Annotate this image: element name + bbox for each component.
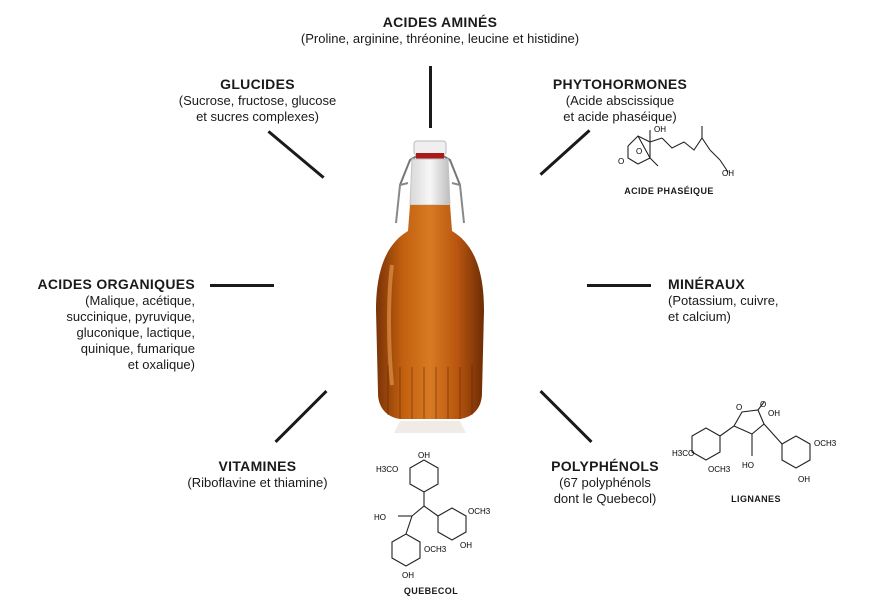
quebecol-ho-left: HO xyxy=(374,513,386,522)
group-acides-organiques: ACIDES ORGANIQUES (Malique, acétique, su… xyxy=(20,276,195,373)
acide-phaseique-structure: OH O O OH xyxy=(618,125,734,178)
acides-organiques-line-3: gluconique, lactique, xyxy=(76,325,195,340)
acides-organiques-line-1: (Malique, acétique, xyxy=(85,293,195,308)
group-vitamines: VITAMINES (Riboflavine et thiamine) xyxy=(160,458,355,491)
polyphenols-line-1: (67 polyphénols xyxy=(559,475,651,490)
acides-amines-line-1: (Proline, arginine, thréonine, leucine e… xyxy=(300,31,580,46)
phaseique-oh-top: OH xyxy=(654,125,666,134)
phaseique-oh-acid: OH xyxy=(722,169,734,178)
vitamines-title: VITAMINES xyxy=(218,458,297,474)
lignanes-caption: LIGNANES xyxy=(731,494,781,504)
acide-phaseique-caption: ACIDE PHASÉIQUE xyxy=(624,186,714,196)
connector-bottom-left xyxy=(274,389,328,444)
group-acides-amines: ACIDES AMINÉS (Proline, arginine, thréon… xyxy=(230,14,650,47)
quebecol-oh-right: OH xyxy=(460,541,472,550)
quebecol-structure: H3CO OH HO OCH3 OH OCH3 OH xyxy=(374,452,491,580)
polyphenols-line-2: dont le Quebecol) xyxy=(553,491,657,506)
lignanes-och3-left: OCH3 xyxy=(708,465,731,474)
lignanes-o-ring: O xyxy=(736,403,742,412)
phaseique-o-keto: O xyxy=(618,157,624,166)
lignanes-o-keto: O xyxy=(760,400,766,409)
mineraux-title: MINÉRAUX xyxy=(668,276,746,292)
quebecol-oh-bottom: OH xyxy=(402,571,414,580)
maple-syrup-bottle xyxy=(376,140,484,433)
acides-amines-title: ACIDES AMINÉS xyxy=(382,14,498,30)
lignanes-oh-right: OH xyxy=(798,475,810,484)
connector-right xyxy=(587,284,651,287)
group-mineraux: MINÉRAUX (Potassium, cuivre, et calcium) xyxy=(668,276,838,325)
lignanes-och3-right: OCH3 xyxy=(814,439,837,448)
lignanes-oh-top: OH xyxy=(768,409,780,418)
connector-top-left xyxy=(267,130,325,179)
glucides-title: GLUCIDES xyxy=(220,76,295,92)
vitamines-line-1: (Riboflavine et thiamine) xyxy=(187,475,328,490)
group-phytohormones: PHYTOHORMONES (Acide abscissique et acid… xyxy=(520,76,720,125)
lignanes-h3co-left: H3CO xyxy=(672,449,694,458)
glucides-line-1: (Sucrose, fructose, glucose xyxy=(178,93,337,108)
group-glucides: GLUCIDES (Sucrose, fructose, glucose et … xyxy=(150,76,365,125)
glucides-line-2: et sucres complexes) xyxy=(196,109,319,124)
lignanes-ho-middle: HO xyxy=(742,461,754,470)
lignanes-structure: O O OH H3CO OCH3 HO OCH3 OH xyxy=(672,400,837,484)
quebecol-oh-top: OH xyxy=(418,452,430,460)
acides-organiques-line-4: quinique, fumarique xyxy=(80,341,195,356)
connector-left xyxy=(210,284,274,287)
phytohormones-title: PHYTOHORMONES xyxy=(552,76,688,92)
phaseique-o-ring: O xyxy=(636,147,642,156)
connector-top-right xyxy=(539,129,591,176)
quebecol-h3co: H3CO xyxy=(376,465,398,474)
quebecol-och3-bottom: OCH3 xyxy=(424,545,447,554)
quebecol-och3-right: OCH3 xyxy=(468,507,491,516)
connector-bottom-right xyxy=(539,389,593,444)
polyphenols-title: POLYPHÉNOLS xyxy=(551,458,659,474)
mineraux-line-2: et calcium) xyxy=(668,309,731,324)
acides-organiques-line-5: et oxalique) xyxy=(127,357,195,372)
acides-organiques-title: ACIDES ORGANIQUES xyxy=(37,276,195,292)
phytohormones-line-2: et acide phaséique) xyxy=(563,109,677,124)
connector-top xyxy=(429,66,432,128)
acides-organiques-line-2: succinique, pyruvique, xyxy=(66,309,195,324)
group-polyphenols: POLYPHÉNOLS (67 polyphénols dont le Queb… xyxy=(530,458,680,507)
phytohormones-line-1: (Acide abscissique xyxy=(565,93,675,108)
mineraux-line-1: (Potassium, cuivre, xyxy=(668,293,779,308)
quebecol-caption: QUEBECOL xyxy=(403,586,459,596)
